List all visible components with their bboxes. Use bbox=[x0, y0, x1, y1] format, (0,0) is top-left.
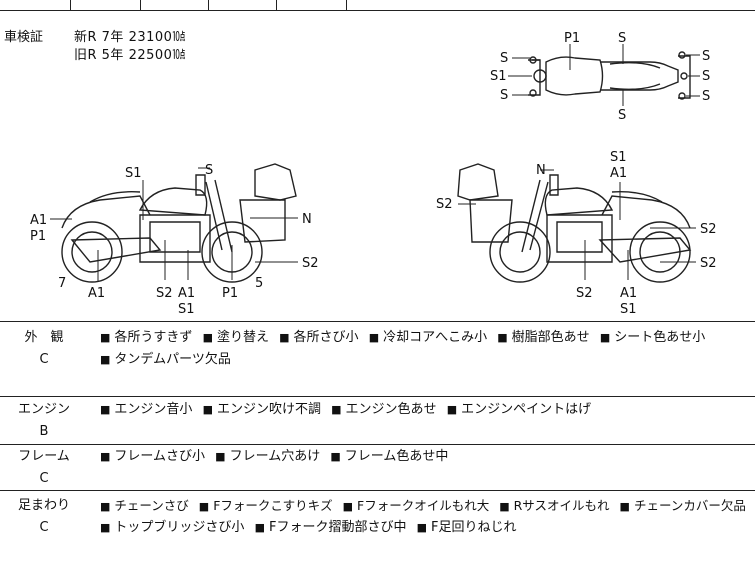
item: フレーム色あせ中 bbox=[330, 449, 448, 464]
left-label-7: 7 bbox=[58, 276, 66, 291]
item: F足回りねじれ bbox=[417, 520, 517, 535]
top-label-s: S bbox=[500, 88, 508, 103]
item: チェーンカバー欠品 bbox=[620, 498, 746, 513]
item: エンジンペイントはげ bbox=[447, 402, 591, 417]
row-divider bbox=[0, 444, 755, 445]
item: Fフォークこすりキズ bbox=[199, 498, 333, 513]
left-label-n: N bbox=[302, 212, 312, 227]
header-divider bbox=[70, 0, 71, 10]
row-items: フレームさび小 フレーム穴あけ フレーム色あせ中 bbox=[100, 446, 454, 468]
item: 塗り替え bbox=[203, 330, 269, 345]
row-items: エンジン音小 エンジン吹け不調 エンジン色あせ エンジンペイントはげ bbox=[100, 399, 597, 421]
left-label-p1: P1 bbox=[222, 286, 238, 301]
inspection-new: 新R 7年 23100㍢ bbox=[74, 30, 186, 45]
left-label-s1: S1 bbox=[178, 302, 195, 317]
right-side-motorcycle: S1 A1 N S2 S2 S2 S2 A1 S1 bbox=[436, 150, 717, 317]
right-label-s2: S2 bbox=[576, 286, 593, 301]
item: チェーンさび bbox=[100, 498, 189, 513]
header-divider bbox=[346, 0, 347, 10]
row-items: トップブリッジさび小 Fフォーク摺動部さび中 F足回りねじれ bbox=[100, 517, 522, 539]
top-label-s: S bbox=[702, 49, 710, 64]
row-category: エンジン bbox=[17, 402, 70, 417]
inspection-label: 車検証 bbox=[4, 30, 44, 45]
item: フレーム穴あけ bbox=[215, 449, 320, 464]
item: タンデムパーツ欠品 bbox=[100, 352, 231, 367]
top-label-s1: S1 bbox=[490, 69, 507, 84]
top-label-s: S bbox=[702, 89, 710, 104]
item: 冷却コアへこみ小 bbox=[369, 330, 487, 345]
left-label-s2: S2 bbox=[302, 256, 319, 271]
left-label-s1: S1 bbox=[125, 166, 142, 181]
right-label-s2: S2 bbox=[700, 256, 717, 271]
item: トップブリッジさび小 bbox=[100, 520, 244, 535]
left-label-a1: A1 bbox=[88, 286, 105, 301]
right-label-a1: A1 bbox=[610, 166, 627, 181]
item: エンジン色あせ bbox=[331, 402, 436, 417]
left-label-s2: S2 bbox=[156, 286, 173, 301]
left-label-a1: A1 bbox=[30, 213, 47, 228]
table-top-border bbox=[0, 321, 755, 322]
row-items: チェーンさび Fフォークこすりキズ Fフォークオイルもれ大 Rサスオイルもれ チ… bbox=[100, 495, 752, 518]
row-grade: C bbox=[39, 520, 49, 535]
left-label-a1: A1 bbox=[178, 286, 195, 301]
item: フレームさび小 bbox=[100, 449, 205, 464]
item: Rサスオイルもれ bbox=[499, 498, 609, 513]
right-label-s2: S2 bbox=[700, 222, 717, 237]
row-items: タンデムパーツ欠品 bbox=[100, 349, 237, 371]
right-label-n: N bbox=[536, 163, 546, 178]
row-category: 足まわり bbox=[17, 498, 70, 513]
item: Fフォーク摺動部さび中 bbox=[255, 520, 407, 535]
item: シート色あせ小 bbox=[600, 330, 705, 345]
top-view-motorcycle: P1 S S S1 S S S S S bbox=[490, 31, 710, 123]
item: 樹脂部色あせ bbox=[497, 330, 589, 345]
header-divider bbox=[208, 0, 209, 10]
left-label-s: S bbox=[205, 163, 213, 178]
header-divider bbox=[140, 0, 141, 10]
right-label-s1: S1 bbox=[620, 302, 637, 317]
left-label-p1: P1 bbox=[30, 229, 46, 244]
right-label-s2: S2 bbox=[436, 197, 453, 212]
top-border bbox=[0, 10, 755, 11]
top-label-s: S bbox=[702, 69, 710, 84]
row-grade: B bbox=[39, 424, 49, 439]
right-label-s1: S1 bbox=[610, 150, 627, 165]
item: Fフォークオイルもれ大 bbox=[343, 498, 490, 513]
left-side-motorcycle: S1 S A1 P1 N 7 A1 S2 A1 S1 P1 5 S2 bbox=[30, 163, 319, 317]
inspection-old: 旧R 5年 22500㍢ bbox=[74, 48, 186, 63]
row-divider bbox=[0, 490, 755, 491]
item: 各所うすきず bbox=[100, 330, 192, 345]
right-label-a1: A1 bbox=[620, 286, 637, 301]
top-label-s: S bbox=[618, 108, 626, 123]
row-category: 外 観 bbox=[24, 330, 64, 345]
item: エンジン音小 bbox=[100, 402, 192, 417]
item: 各所さび小 bbox=[279, 330, 358, 345]
row-grade: C bbox=[39, 352, 49, 367]
row-grade: C bbox=[39, 471, 49, 486]
top-label-s: S bbox=[500, 51, 508, 66]
row-items: 各所うすきず 塗り替え 各所さび小 冷却コアへこみ小 樹脂部色あせ シート色あせ… bbox=[100, 327, 711, 349]
top-label-p1: P1 bbox=[564, 31, 580, 46]
left-label-5: 5 bbox=[255, 276, 263, 291]
header-divider bbox=[276, 0, 277, 10]
top-label-s: S bbox=[618, 31, 626, 46]
row-category: フレーム bbox=[18, 449, 70, 464]
item: エンジン吹け不調 bbox=[203, 402, 321, 417]
row-divider bbox=[0, 396, 755, 397]
